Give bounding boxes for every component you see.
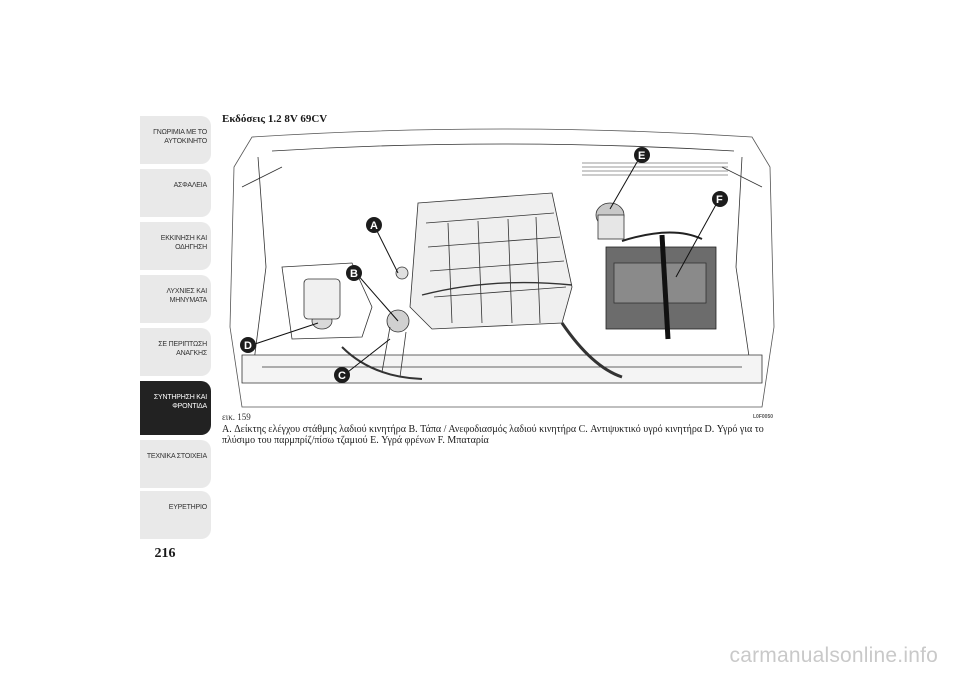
tab-warning-lights[interactable]: ΛΥΧΝΙΕΣ ΚΑΙ ΜΗΝΥΜΑΤΑ — [140, 275, 211, 323]
svg-text:A: A — [370, 220, 378, 232]
tab-getting-to-know[interactable]: ΓΝΩΡΙΜΙΑ ΜΕ ΤΟ ΑΥΤΟΚΙΝΗΤΟ — [140, 116, 211, 164]
tab-maintenance[interactable]: ΣΥΝΤΗΡΗΣΗ ΚΑΙ ΦΡΟΝΤΙΔΑ — [140, 381, 211, 435]
tab-safety[interactable]: ΑΣΦΑΛΕΙΑ — [140, 169, 211, 217]
svg-text:C: C — [338, 370, 346, 382]
page-number: 216 — [154, 546, 176, 561]
svg-text:E: E — [638, 150, 645, 162]
callout-a: A — [366, 217, 382, 233]
tab-starting-driving[interactable]: ΕΚΚΙΝΗΣΗ ΚΑΙ ΟΔΗΓΗΣΗ — [140, 222, 211, 270]
callout-b: B — [346, 265, 362, 281]
figure-caption: εικ. 159 — [222, 412, 251, 422]
figure-legend: A. Δείκτης ελέγχου στάθμης λαδιού κινητή… — [222, 424, 764, 446]
watermark: carmanualsonline.info — [729, 644, 938, 667]
figure-callouts: A B C D E F — [240, 147, 728, 383]
tab-technical-data[interactable]: ΤΕΧΝΙΚΑ ΣΤΟΙΧΕΙΑ — [140, 440, 211, 488]
svg-text:F: F — [716, 194, 723, 206]
figure-code: L0F0050 — [753, 414, 774, 420]
tab-emergency[interactable]: ΣΕ ΠΕΡΙΠΤΩΣΗ ΑΝΑΓΚΗΣ — [140, 328, 211, 376]
svg-text:B: B — [350, 268, 358, 280]
section-title: Εκδόσεις 1.2 8V 69CV — [222, 113, 328, 125]
callout-f: F — [712, 191, 728, 207]
engine-bay-figure: A B C D E F — [229, 128, 775, 408]
svg-text:D: D — [244, 340, 252, 352]
callout-e: E — [634, 147, 650, 163]
tab-index[interactable]: ΕΥΡΕΤΗΡΙΟ — [140, 491, 211, 539]
callout-c: C — [334, 367, 350, 383]
callout-d: D — [240, 337, 256, 353]
